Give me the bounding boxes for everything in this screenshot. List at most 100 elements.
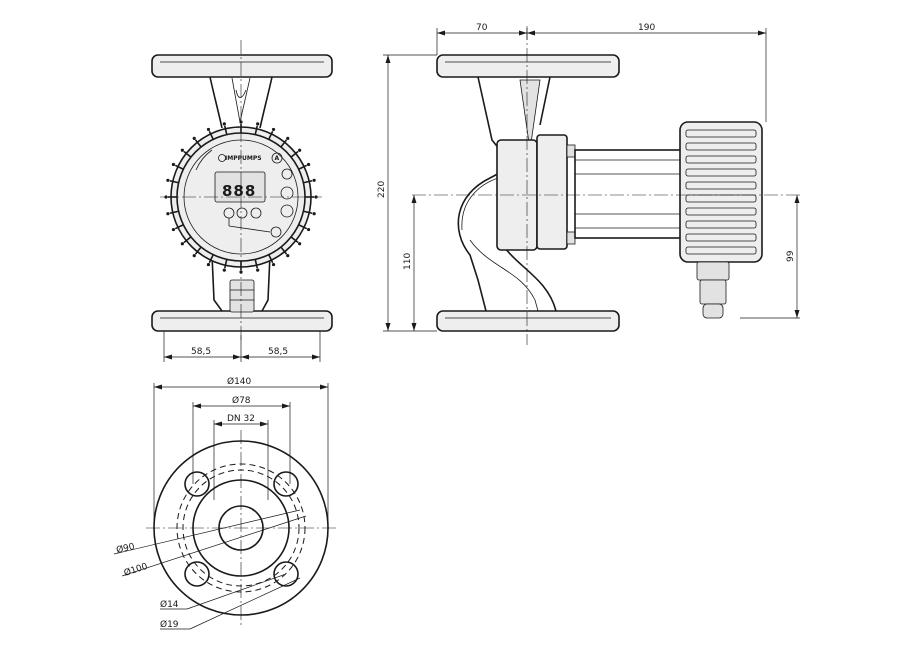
- fin-tip: [256, 122, 260, 126]
- auto-mode-label: A: [275, 155, 280, 162]
- dim-front-left: 58,5: [191, 347, 211, 357]
- fin-tip: [166, 178, 170, 182]
- fin: [183, 150, 192, 158]
- fin-tip: [222, 122, 226, 126]
- dim-bolt-circle-b: Ø100: [123, 561, 150, 579]
- pump-side-view: 70 190 220 110 99: [377, 23, 800, 345]
- fin: [303, 210, 313, 215]
- side-fin: [685, 207, 757, 216]
- fin-tip: [239, 120, 243, 124]
- bolt-hole-br: [273, 561, 299, 587]
- side-cooling-fins: [685, 129, 757, 255]
- fin: [194, 139, 202, 148]
- fin: [268, 130, 274, 140]
- dim-bolt-hole-a: Ø14: [160, 599, 179, 610]
- dim-side-height-total: 220: [377, 181, 387, 198]
- bolt-hole-tr: [273, 471, 299, 497]
- dim-front-right: 58,5: [268, 347, 288, 357]
- dim-flange-bolt-outer: Ø78: [232, 395, 251, 406]
- motor-body: [574, 149, 686, 239]
- mode-button-3: [280, 204, 294, 218]
- fin: [290, 150, 299, 158]
- segment-digits: 888: [222, 182, 256, 200]
- bolt-hole-bl: [184, 561, 210, 587]
- plus-button-icon: [250, 207, 262, 219]
- check-button-icon: [236, 207, 248, 219]
- fin: [174, 224, 184, 230]
- side-fin: [685, 155, 757, 164]
- side-fin: [685, 168, 757, 177]
- fin: [194, 246, 202, 255]
- fin: [183, 236, 192, 244]
- fin: [169, 210, 179, 215]
- dim-side-height-axis: 110: [403, 253, 413, 270]
- flange-view: Ø140 Ø78 DN 32 Ø90 Ø100 Ø14 Ø19: [113, 376, 336, 630]
- fin: [254, 259, 259, 269]
- side-rib: [519, 79, 541, 151]
- side-top-flange: [436, 54, 620, 78]
- side-fin: [685, 246, 757, 255]
- fin: [280, 139, 288, 148]
- side-bottom-flange: [436, 310, 620, 332]
- dim-flange-nominal: DN 32: [227, 414, 255, 424]
- top-flange: [151, 54, 333, 78]
- fin-tip: [192, 254, 196, 258]
- dim-side-height-motor: 99: [786, 250, 796, 262]
- mode-button-2: [280, 186, 294, 200]
- fin: [223, 125, 228, 135]
- motor-flange: [536, 134, 568, 250]
- side-fin: [685, 142, 757, 151]
- fin: [268, 254, 274, 264]
- fin-tip: [256, 268, 260, 272]
- dim-side-top-left: 70: [476, 23, 488, 33]
- fin: [298, 224, 308, 230]
- fin-tip: [171, 162, 176, 167]
- side-fin: [685, 220, 757, 229]
- bottom-flange: [151, 310, 333, 332]
- side-fin: [685, 129, 757, 138]
- fin-tip: [206, 262, 211, 267]
- fin: [223, 259, 228, 269]
- dim-bolt-hole-b: Ø19: [160, 619, 179, 630]
- fin-tip: [312, 178, 316, 182]
- brand-label: IMPPUMPS: [225, 155, 262, 162]
- fin-tip: [271, 127, 276, 132]
- dim-bolt-circle-a: Ø90: [115, 541, 136, 556]
- fin: [303, 179, 313, 184]
- dim-side-top-right: 190: [638, 23, 655, 33]
- fin-tip: [166, 212, 170, 216]
- control-panel: IMPPUMPS A 888: [195, 149, 294, 238]
- fin: [208, 254, 214, 264]
- fin: [290, 236, 299, 244]
- mode-button-1: [281, 168, 293, 180]
- auto-mode-icon: [271, 152, 283, 164]
- fin-tip: [206, 127, 211, 132]
- cable-gland: [696, 261, 730, 281]
- drain-fitting: [229, 279, 255, 313]
- fin: [280, 246, 288, 255]
- fin-tip: [271, 262, 276, 267]
- fin-tip: [192, 136, 196, 140]
- fin-tip: [286, 254, 290, 258]
- brand-logo-icon: [218, 154, 226, 162]
- pump-front-view: IMPPUMPS A 888 58,5 58,5: [151, 40, 333, 362]
- bolt-hole-tl: [184, 471, 210, 497]
- display: [214, 171, 266, 203]
- fin-tip: [306, 162, 311, 167]
- fin-tip: [222, 268, 226, 272]
- fin-tip: [298, 242, 302, 246]
- fin: [174, 164, 184, 170]
- fin: [169, 179, 179, 184]
- cooling-fins: [164, 120, 318, 274]
- fin: [298, 164, 308, 170]
- fin-tip: [171, 227, 176, 232]
- dim-flange-outer: Ø140: [227, 376, 252, 387]
- side-fin: [685, 181, 757, 190]
- side-fin: [685, 233, 757, 242]
- fin: [254, 125, 259, 135]
- fin-tip: [306, 227, 311, 232]
- fin-tip: [180, 242, 184, 246]
- fin-tip: [312, 212, 316, 216]
- night-mode-icon: [270, 226, 282, 238]
